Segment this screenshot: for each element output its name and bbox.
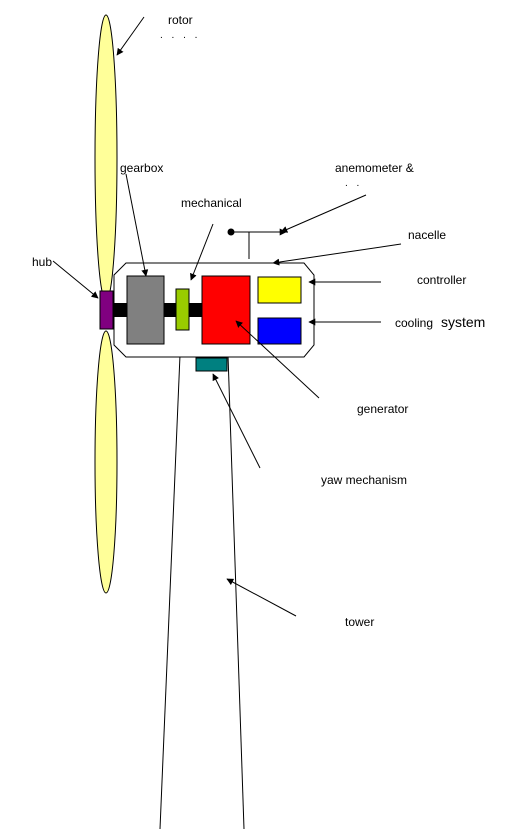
label-yaw-mechanism: yaw mechanism (321, 473, 407, 487)
label-generator: generator (357, 402, 408, 416)
generator (201, 275, 251, 345)
generator-arrow (235, 320, 320, 399)
label-hub: hub (32, 255, 52, 269)
hub (99, 290, 114, 330)
mechanical-arrow (190, 223, 214, 281)
label-gearbox: gearbox (120, 161, 163, 175)
label-anemometer: anemometer & (335, 161, 414, 175)
mechanical-brake (175, 288, 190, 331)
gearbox (126, 275, 165, 345)
anemometer-arrow (280, 194, 367, 233)
controller (257, 276, 302, 304)
rotor-blade-top (94, 14, 118, 302)
tower-left-edge (159, 354, 181, 829)
label-system: system (441, 314, 485, 330)
gearbox-arrow (125, 173, 149, 277)
tower-right-edge (227, 354, 245, 829)
tower-arrow (226, 578, 297, 617)
anemometer-cup (227, 228, 235, 236)
nacelle-arrow (272, 243, 402, 266)
rotor-blade-bottom (94, 330, 118, 594)
label-mechanical: mechanical (181, 196, 242, 210)
label-cooling: cooling (395, 316, 433, 330)
hub-arrow (52, 260, 99, 299)
label-rotor: rotor (168, 13, 193, 27)
label-tower: tower (345, 615, 374, 629)
label-controller: controller (417, 273, 466, 287)
yaw-arrow (212, 373, 261, 469)
yaw-mechanism (195, 357, 228, 372)
cooling-system (257, 317, 302, 345)
label-anemometer-trail: . . (345, 178, 362, 189)
label-rotor-trail: . . . . (160, 30, 200, 41)
rotor-arrow (116, 16, 145, 56)
label-nacelle: nacelle (408, 228, 446, 242)
